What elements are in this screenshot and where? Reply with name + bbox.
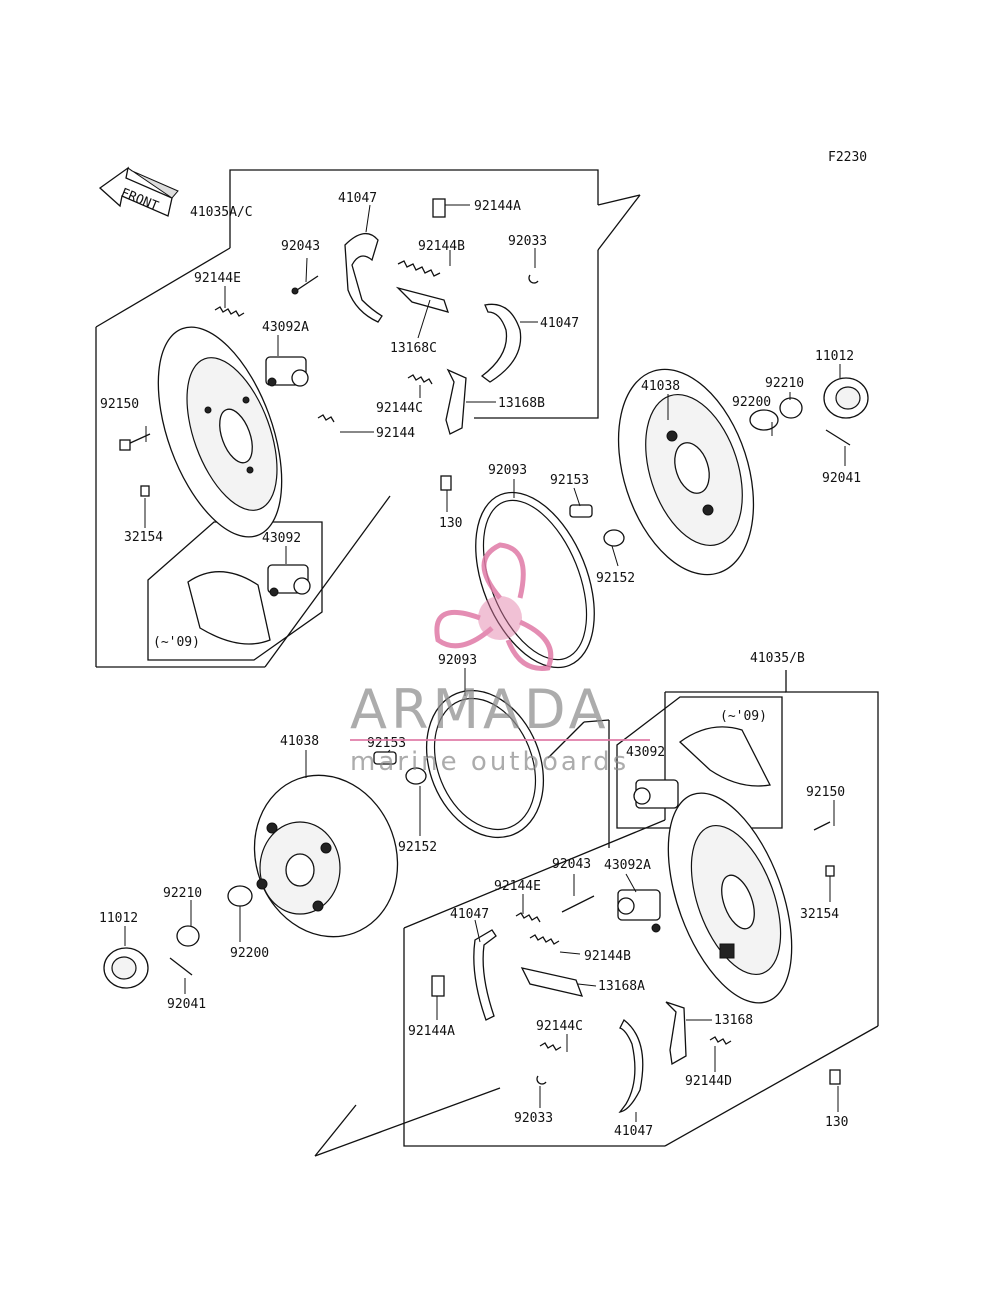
label-note-top: (~'09) bbox=[153, 635, 200, 650]
label-pin-bot: 92043 bbox=[552, 857, 591, 872]
label-nut-bot: 92210 bbox=[163, 886, 202, 901]
label-cotter-top: 92041 bbox=[822, 471, 861, 486]
label-lever-bot-a: 13168A bbox=[598, 979, 645, 994]
label-spring-bot-b: 92144B bbox=[584, 949, 631, 964]
label-spring-bot-d: 92144D bbox=[685, 1074, 732, 1089]
pins-springs-bottom bbox=[515, 821, 841, 1085]
wheel-cylinder-bottom bbox=[617, 889, 661, 933]
label-cap-top: 11012 bbox=[815, 349, 854, 364]
label-clip-top-a: 92144A bbox=[474, 199, 521, 214]
label-collar-top: 92152 bbox=[596, 571, 635, 586]
label-spring-bot-c: 92144C bbox=[536, 1019, 583, 1034]
label-lever-top-c: 13168C bbox=[390, 341, 437, 356]
brake-shoes-bottom bbox=[431, 929, 687, 1113]
label-collar-bot: 92152 bbox=[398, 840, 437, 855]
label-ring-top: 92033 bbox=[508, 234, 547, 249]
top-assembly-frame bbox=[95, 169, 641, 668]
bottom-assembly-frame bbox=[314, 670, 879, 1157]
label-cyl-top: 43092 bbox=[262, 531, 301, 546]
label-shoe-top-a: 41047 bbox=[338, 191, 377, 206]
wheel-cylinder-top-old bbox=[187, 564, 311, 645]
label-bleeder-bot: 32154 bbox=[800, 907, 839, 922]
label-seal-top: 92093 bbox=[488, 463, 527, 478]
label-assy-top: 41035A/C bbox=[190, 205, 253, 220]
label-drum-top: 41038 bbox=[641, 379, 680, 394]
label-cotter-bot: 92041 bbox=[167, 997, 206, 1012]
leader-lines bbox=[124, 204, 846, 1122]
callout-labels: 41035A/C 41035/B 41047 41047 41047 41047… bbox=[99, 191, 861, 1139]
brake-drum-bottom bbox=[253, 774, 399, 938]
label-spring-top: 92144 bbox=[376, 426, 415, 441]
label-ring-bot: 92033 bbox=[514, 1111, 553, 1126]
label-drum-bot: 41038 bbox=[280, 734, 319, 749]
label-bolt130-top: 130 bbox=[439, 516, 462, 531]
label-nut-top: 92210 bbox=[765, 376, 804, 391]
seal-ring-bottom bbox=[425, 689, 545, 839]
label-clip-bot-a: 92144A bbox=[408, 1024, 455, 1039]
label-spring-top-e: 92144E bbox=[194, 271, 241, 286]
label-pin-top: 92043 bbox=[281, 239, 320, 254]
label-cyl-bot: 43092 bbox=[626, 745, 665, 760]
label-washer-bot: 92200 bbox=[230, 946, 269, 961]
lever-top-b bbox=[445, 368, 467, 435]
lever-top-c bbox=[395, 286, 450, 313]
label-cyl-top-a: 43092A bbox=[262, 320, 309, 335]
label-spring-top-b: 92144B bbox=[418, 239, 465, 254]
label-shoe-top-b: 41047 bbox=[540, 316, 579, 331]
label-bolt130-bot: 130 bbox=[825, 1115, 848, 1130]
label-seal-bot: 92093 bbox=[438, 653, 477, 668]
label-lever-top-b: 13168B bbox=[498, 396, 545, 411]
label-stud-top: 92153 bbox=[550, 473, 589, 488]
brake-drum-top bbox=[617, 368, 755, 576]
backing-plate-top bbox=[157, 326, 283, 538]
label-washer-top: 92200 bbox=[732, 395, 771, 410]
watermark-brand: ARMADA bbox=[350, 678, 610, 741]
label-bleeder-top: 32154 bbox=[124, 530, 163, 545]
label-cyl-bot-a: 43092A bbox=[604, 858, 651, 873]
front-arrow-icon: FRONT bbox=[98, 166, 179, 217]
label-bolt-top: 92150 bbox=[100, 397, 139, 412]
brake-shoe-top-a bbox=[344, 233, 383, 323]
diagram-code: F2230 bbox=[828, 150, 867, 165]
brake-shoe-top-b bbox=[480, 303, 522, 383]
armada-watermark-logo: ARMADA marine outboards bbox=[350, 542, 650, 777]
hub-parts-bottom bbox=[103, 751, 427, 989]
wheel-cylinder-top bbox=[265, 356, 309, 387]
label-shoe-bot-a: 41047 bbox=[450, 907, 489, 922]
label-spring-bot-e: 92144E bbox=[494, 879, 541, 894]
label-lever-bot: 13168 bbox=[714, 1013, 753, 1028]
label-shoe-bot-b: 41047 bbox=[614, 1124, 653, 1139]
label-assy-bottom: 41035/B bbox=[750, 651, 805, 666]
label-cap-bot: 11012 bbox=[99, 911, 138, 926]
label-spring-top-c: 92144C bbox=[376, 401, 423, 416]
wheel-cylinder-bottom-old bbox=[633, 726, 771, 809]
watermark-tagline: marine outboards bbox=[350, 747, 629, 777]
label-bolt-bot: 92150 bbox=[806, 785, 845, 800]
backing-plate-bottom bbox=[667, 792, 793, 1004]
label-note-bot: (~'09) bbox=[720, 709, 767, 724]
hub-parts-top bbox=[569, 377, 869, 547]
seal-ring-top bbox=[475, 491, 595, 669]
